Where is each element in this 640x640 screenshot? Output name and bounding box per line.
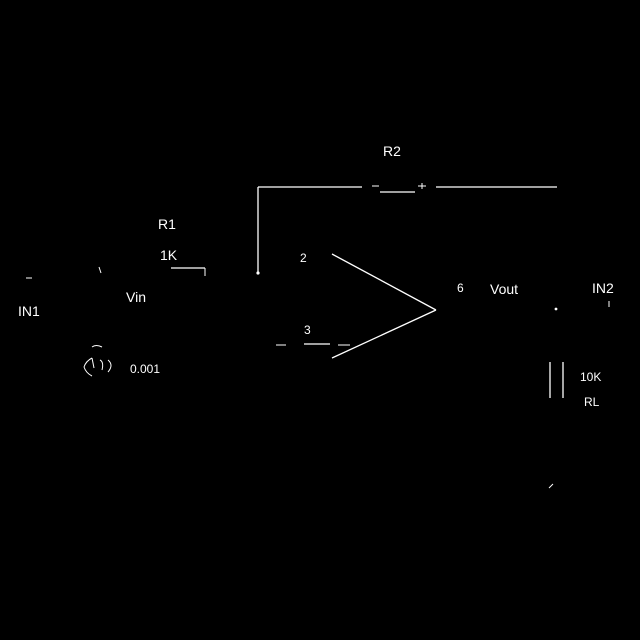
pin-3-label: 3 xyxy=(304,323,311,337)
rl-label: RL xyxy=(584,395,600,409)
op-amp[interactable] xyxy=(331,253,437,359)
resistor-r1[interactable] xyxy=(171,267,206,276)
pin-2-label: 2 xyxy=(300,251,307,265)
resistor-rl[interactable] xyxy=(549,362,564,398)
source-value: 0.001 xyxy=(130,362,160,376)
pin-6-label: 6 xyxy=(457,281,464,295)
in1-label: IN1 xyxy=(18,303,40,319)
ground-mark xyxy=(548,483,554,489)
vout-label: Vout xyxy=(490,281,518,297)
inverting-node xyxy=(256,271,260,275)
output-node xyxy=(554,307,558,311)
r1-value: 1K xyxy=(160,247,178,263)
voltage-source-icon[interactable] xyxy=(83,345,112,377)
in2-label: IN2 xyxy=(592,280,614,296)
vin-label: Vin xyxy=(126,289,146,305)
feedback-path xyxy=(257,186,557,272)
r2-label: R2 xyxy=(383,143,401,159)
r1-label: R1 xyxy=(158,216,176,232)
rl-value: 10K xyxy=(580,370,601,384)
vin-tick xyxy=(98,266,102,274)
resistor-r2[interactable] xyxy=(372,183,426,193)
